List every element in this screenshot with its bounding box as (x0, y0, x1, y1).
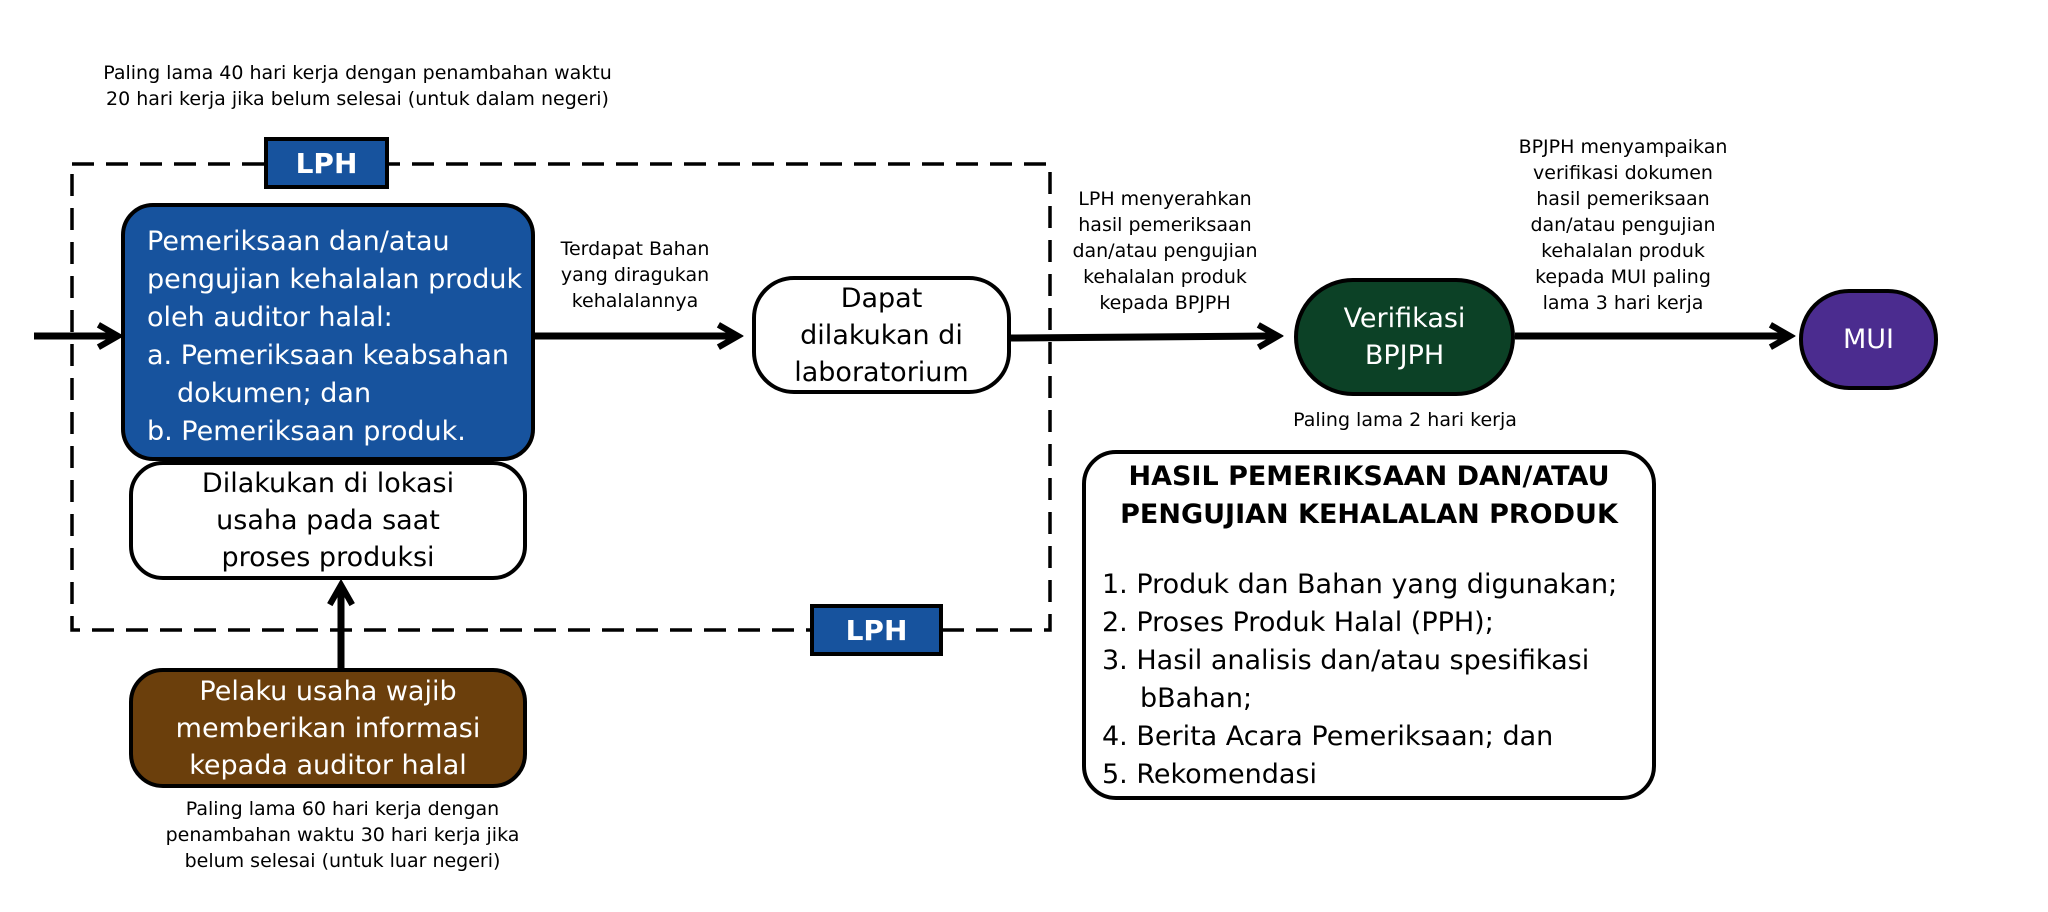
list-item: 3. Hasil analisis dan/atau spesifikasi (1102, 645, 1590, 676)
lph-label-bottom: LPH (810, 604, 943, 656)
list-item: bBahan; (1140, 683, 1253, 714)
note-lph-menyerahkan: LPH menyerahkan hasil pemeriksaan dan/at… (1072, 188, 1258, 314)
note-bpjph-menyampaikan: BPJPH menyampaikan verifikasi dokumen ha… (1518, 136, 1728, 314)
hasil-title: HASIL PEMERIKSAAN DAN/ATAU PENGUJIAN KEH… (1120, 461, 1618, 530)
arrow-to-verifikasi (1010, 336, 1278, 338)
note-verifikasi-duration: Paling lama 2 hari kerja (1293, 409, 1517, 431)
lokasi-box: Dilakukan di lokasi usaha pada saat pros… (129, 461, 527, 580)
note-terdapat-bahan: Terdapat Bahan yang diragukan kehalalann… (560, 238, 710, 312)
pelaku-usaha-box: Pelaku usaha wajib memberikan informasi … (129, 668, 527, 788)
hasil-pemeriksaan-box: HASIL PEMERIKSAAN DAN/ATAU PENGUJIAN KEH… (1082, 450, 1656, 800)
list-item: 1. Produk dan Bahan yang digunakan; (1102, 569, 1618, 600)
note-duration-domestic: Paling lama 40 hari kerja dengan penamba… (103, 62, 612, 110)
lph-label-top: LPH (264, 137, 389, 189)
note-duration-foreign: Paling lama 60 hari kerja dengan penamba… (165, 798, 520, 872)
list-item: 5. Rekomendasi (1102, 759, 1317, 790)
verifikasi-bpjph-box: Verifikasi BPJPH (1294, 278, 1515, 396)
pemeriksaan-box: Pemeriksaan dan/atau pengujian kehalalan… (121, 203, 535, 461)
hasil-list: 1. Produk dan Bahan yang digunakan; 2. P… (1086, 566, 1652, 794)
mui-box: MUI (1799, 289, 1938, 390)
list-item: 4. Berita Acara Pemeriksaan; dan (1102, 721, 1554, 752)
laboratorium-box: Dapat dilakukan di laboratorium (752, 276, 1011, 394)
list-item: 2. Proses Produk Halal (PPH); (1102, 607, 1494, 638)
lph-dashed-frame (70, 162, 1052, 632)
